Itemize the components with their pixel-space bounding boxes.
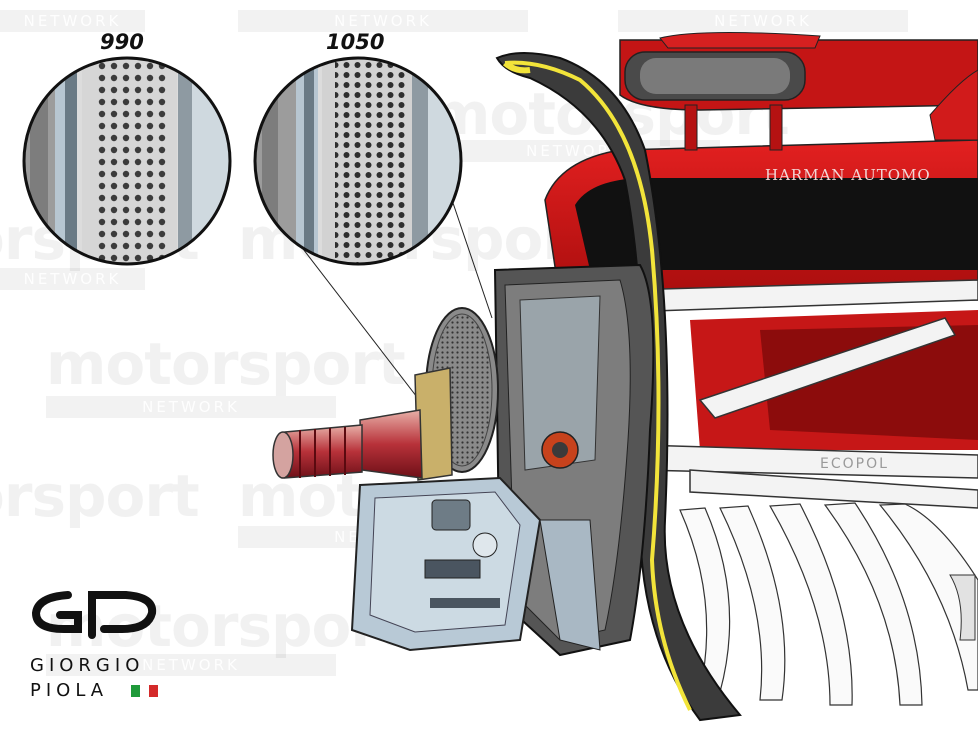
credit-line-1: GIORGIO	[30, 655, 145, 676]
brake-assembly	[272, 263, 655, 657]
zoom-label-990: 990	[100, 30, 144, 54]
watermark-bar: NETWORK	[46, 396, 336, 418]
watermark-bar: NETWORK	[0, 268, 145, 290]
sponsor-floor: ECOPOL	[820, 456, 889, 472]
zoom-detail-1050	[253, 56, 463, 266]
italian-flag-icon	[131, 685, 158, 697]
credit-line-2: PIOLA	[30, 680, 109, 701]
watermark-bar: NETWORK	[238, 10, 528, 32]
watermark-bar: NETWORK	[618, 10, 908, 32]
zoom-detail-990	[22, 56, 232, 266]
watermark-word: motorsport	[0, 462, 200, 530]
watermark-bar: NETWORK	[0, 10, 145, 32]
watermark-bar: NETWORK	[46, 654, 336, 676]
artist-logo: GIORGIO PIOLA	[30, 585, 170, 705]
zoom-label-1050: 1050	[326, 30, 385, 54]
gp-monogram-icon	[31, 591, 157, 639]
watermark-word: motorsport	[46, 330, 406, 398]
sponsor-top: HARMAN AUTOMO	[765, 166, 931, 184]
wing-pillar	[495, 52, 742, 722]
car-body: HARMAN AUTOMO ECOPOL	[544, 31, 978, 706]
